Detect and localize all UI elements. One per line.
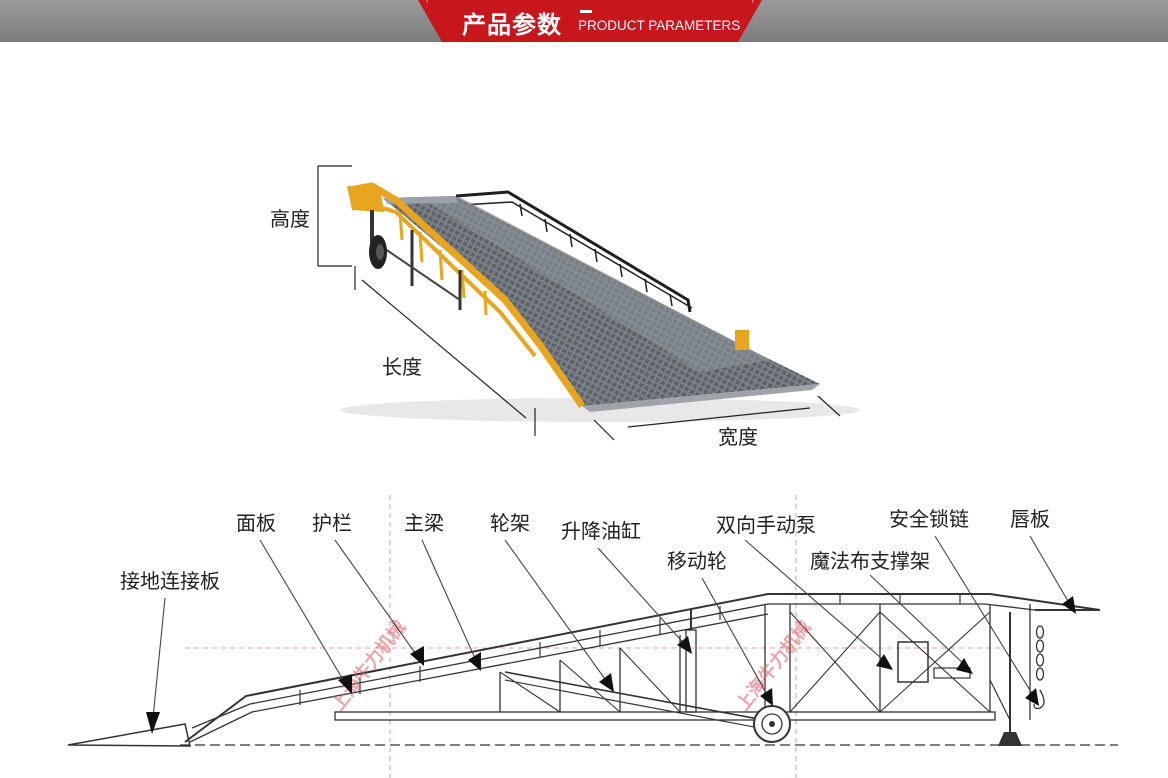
label-lift-cylinder: 升降油缸	[561, 519, 641, 543]
ramp-photo	[340, 182, 860, 422]
label-guardrail: 护栏	[312, 511, 352, 535]
header-badge	[418, 0, 762, 42]
leader-lines	[151, 535, 1073, 729]
watermark-right: 上海牛力机械	[732, 616, 816, 715]
header-title: 产品参数	[462, 11, 562, 39]
leader-arrows	[146, 596, 1076, 734]
dim-width-label: 宽度	[718, 425, 758, 449]
label-support-frame: 魔法布支撑架	[810, 549, 930, 573]
dim-length-label: 长度	[382, 355, 422, 379]
side-view-diagram	[67, 495, 1118, 778]
label-lip-plate: 唇板	[1010, 507, 1050, 531]
label-hand-pump: 双向手动泵	[716, 513, 816, 537]
label-ground-plate: 接地连接板	[120, 569, 220, 593]
label-safety-chain: 安全锁链	[889, 507, 969, 531]
dim-height-label: 高度	[270, 207, 310, 231]
label-deck-panel: 面板	[236, 511, 276, 535]
dimension-lines	[317, 165, 841, 441]
label-wheel-frame: 轮架	[490, 511, 530, 535]
header-subtitle: PRODUCT PARAMETERS	[578, 18, 741, 33]
label-mobile-wheel: 移动轮	[667, 549, 727, 573]
header-dash	[580, 10, 592, 13]
label-main-beam: 主梁	[404, 511, 444, 535]
